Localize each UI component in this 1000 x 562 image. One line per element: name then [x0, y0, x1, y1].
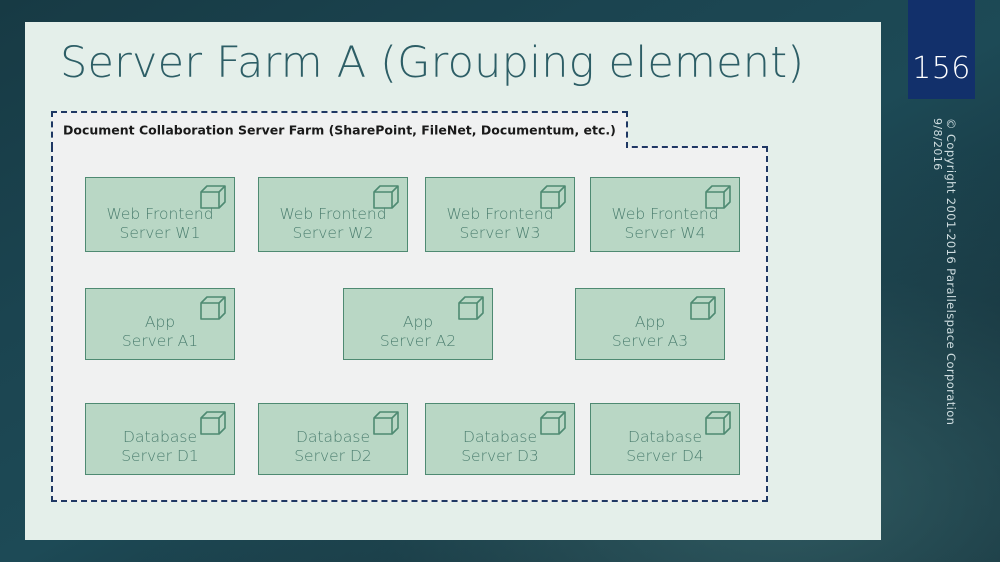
node-cube-icon [372, 184, 400, 210]
server-node-label-line1: App [634, 313, 666, 331]
server-node-label-line2: Server A1 [121, 332, 199, 350]
server-node-label-line2: Server D2 [294, 447, 372, 465]
server-node-label-line1: Database [123, 428, 197, 446]
server-node-label-line1: App [402, 313, 434, 331]
node-cube-icon [199, 295, 227, 321]
copyright-notice: © Copyright 2001-2016 Parallelspace Corp… [944, 118, 958, 426]
slide-date: 9/8/2016 [931, 118, 944, 171]
server-node-label-line2: Server W3 [459, 224, 541, 242]
server-node-label-line2: Server W1 [119, 224, 201, 242]
server-node-label-line1: Web Frontend [279, 205, 387, 223]
server-node-label-line2: Server D1 [121, 447, 199, 465]
node-cube-icon [199, 184, 227, 210]
node-cube-icon [199, 410, 227, 436]
server-node-label-line2: Server A3 [611, 332, 689, 350]
slide-number-value: 156 [912, 51, 971, 86]
node-cube-icon [704, 410, 732, 436]
server-node-label-line2: Server A2 [379, 332, 457, 350]
server-node-label-line1: Database [628, 428, 702, 446]
node-cube-icon [372, 410, 400, 436]
slide-number-badge: 156 [908, 0, 975, 99]
server-node-label-line2: Server W2 [292, 224, 374, 242]
node-cube-icon [539, 184, 567, 210]
server-node-label-line1: Web Frontend [106, 205, 214, 223]
grouping-element-seam [53, 144, 626, 149]
server-node-label-line1: Database [463, 428, 537, 446]
grouping-element-label-box[interactable]: Document Collaboration Server Farm (Shar… [51, 111, 628, 148]
server-node-label-line1: Database [296, 428, 370, 446]
server-node-label-line1: App [144, 313, 176, 331]
server-node-label-line2: Server D3 [461, 447, 539, 465]
node-cube-icon [704, 184, 732, 210]
server-node-label-line2: Server W4 [624, 224, 706, 242]
page-title: Server Farm A (Grouping element) [60, 38, 805, 88]
server-node-label-line1: Web Frontend [611, 205, 719, 223]
server-node-label-line1: Web Frontend [446, 205, 554, 223]
node-cube-icon [689, 295, 717, 321]
node-cube-icon [457, 295, 485, 321]
node-cube-icon [539, 410, 567, 436]
server-node-label-line2: Server D4 [626, 447, 704, 465]
grouping-element-label: Document Collaboration Server Farm (Shar… [63, 122, 616, 137]
